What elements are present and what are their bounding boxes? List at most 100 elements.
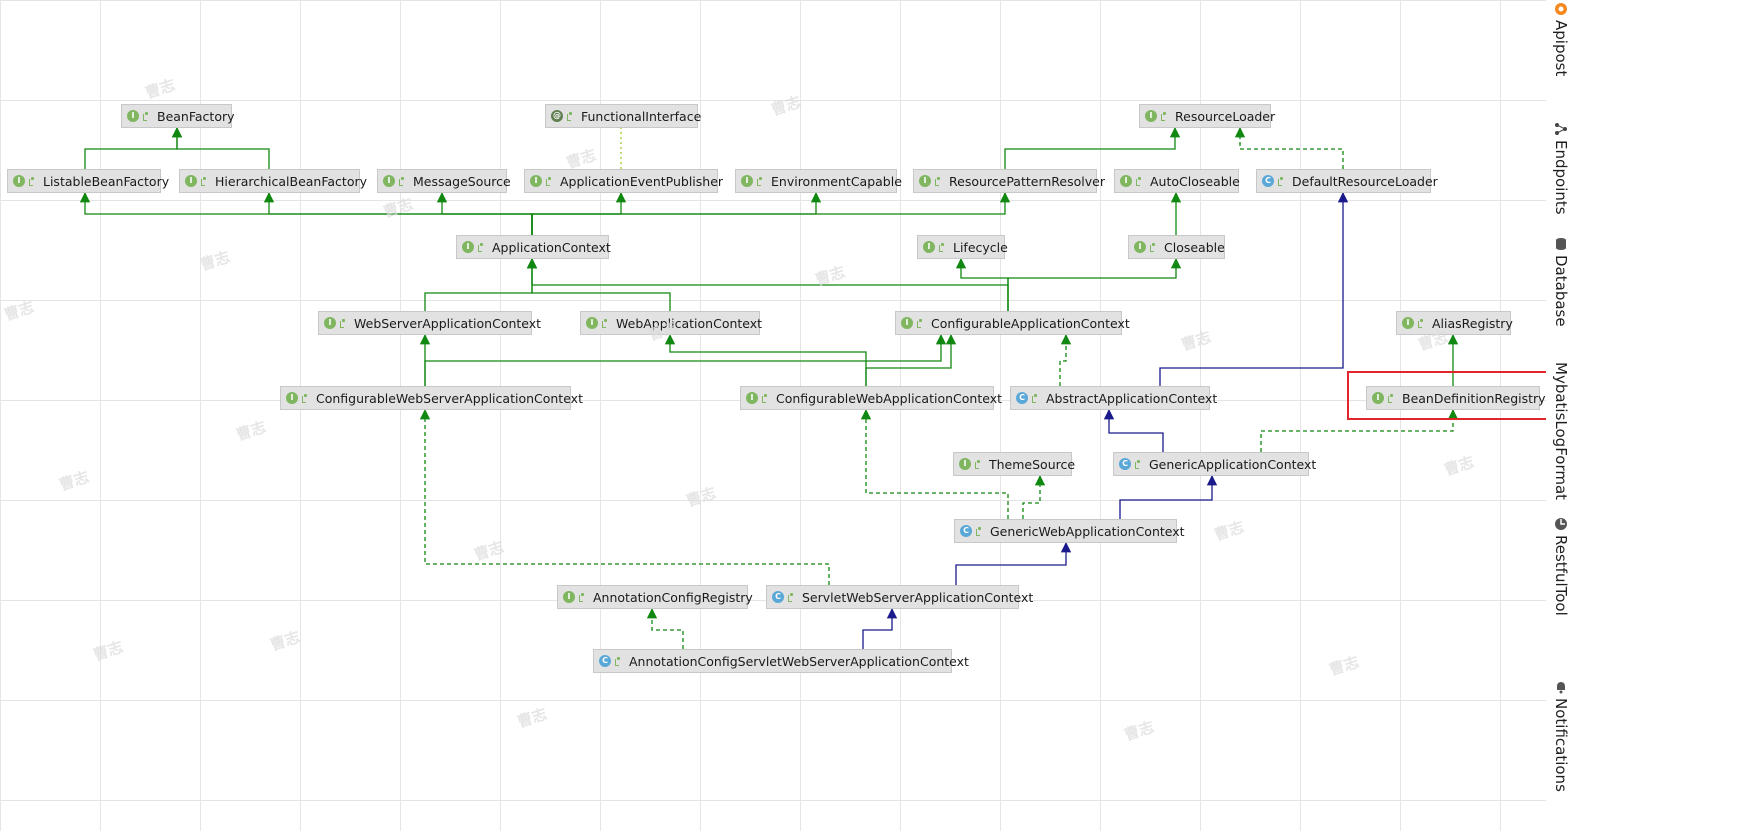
node-label: EnvironmentCapable [771, 173, 902, 189]
interface-badge-icon: I [746, 392, 758, 404]
node-label: ConfigurableWebServerApplicationContext [316, 390, 583, 406]
tool-window-database[interactable]: Database [1546, 237, 1576, 327]
public-access-icon [1387, 393, 1394, 403]
bell-icon [1554, 680, 1568, 698]
node-functional-interface[interactable]: @FunctionalInterface [545, 104, 701, 128]
public-access-icon [398, 176, 405, 186]
node-label: AutoCloseable [1150, 173, 1240, 189]
node-label: HierarchicalBeanFactory [215, 173, 368, 189]
interface-badge-icon: I [286, 392, 298, 404]
tool-window-notifications[interactable]: Notifications [1546, 680, 1576, 792]
public-access-icon [1135, 176, 1142, 186]
tool-window-label: Notifications [1552, 698, 1570, 792]
node-label: ResourceLoader [1175, 108, 1276, 124]
public-access-icon [756, 176, 763, 186]
edge-annotation-config-servlet-web-server-application-context-to-annotation-config-registry [646, 607, 684, 649]
tool-window-label: Endpoints [1552, 140, 1570, 215]
node-label: Closeable [1164, 239, 1225, 255]
annotation-badge-icon: @ [551, 110, 563, 122]
public-access-icon [28, 176, 35, 186]
tool-window-apipost[interactable]: Apipost [1546, 2, 1576, 76]
node-label: ConfigurableApplicationContext [931, 315, 1130, 331]
node-application-context[interactable]: I ApplicationContext [456, 235, 611, 259]
public-access-icon [761, 393, 768, 403]
endpoints-icon [1554, 122, 1568, 140]
node-label: BeanDefinitionRegistry [1402, 390, 1546, 406]
interface-badge-icon: I [586, 317, 598, 329]
edge-listable-bean-factory-to-bean-factory [84, 126, 183, 169]
node-hierarchical-bean-factory[interactable]: I HierarchicalBeanFactory [179, 169, 367, 193]
public-access-icon [1277, 176, 1284, 186]
public-access-icon [578, 592, 585, 602]
tool-window-label: Apipost [1552, 20, 1570, 77]
tool-window-label: Database [1552, 255, 1570, 327]
public-access-icon [787, 592, 794, 602]
node-label: AnnotationConfigServletWebServerApplicat… [629, 653, 969, 669]
public-access-icon [566, 111, 573, 121]
class-badge-icon: C [599, 655, 611, 667]
node-label: ServletWebServerApplicationContext [802, 589, 1034, 605]
interface-badge-icon: I [185, 175, 197, 187]
node-label: ListableBeanFactory [43, 173, 170, 189]
node-alias-registry[interactable]: I AliasRegistry [1396, 311, 1513, 335]
interface-badge-icon: I [1120, 175, 1132, 187]
interface-badge-icon: I [462, 241, 474, 253]
node-closeable[interactable]: I Closeable [1128, 235, 1225, 259]
interface-badge-icon: I [563, 591, 575, 603]
public-access-icon [916, 318, 923, 328]
node-label: AbstractApplicationContext [1046, 390, 1218, 406]
tool-window-label: RestfulTool [1552, 535, 1570, 616]
node-label: GenericWebApplicationContext [990, 523, 1185, 539]
public-access-icon [477, 242, 484, 252]
node-annotation-config-servlet-web-server-application-context[interactable]: C AnnotationConfigServletWebServerApplica… [593, 649, 969, 673]
public-access-icon [974, 459, 981, 469]
node-configurable-web-server-application-context[interactable]: I ConfigurableWebServerApplicationContext [280, 386, 583, 410]
node-auto-closeable[interactable]: I AutoCloseable [1114, 169, 1240, 193]
node-label: ResourcePatternResolver [949, 173, 1105, 189]
edge-servlet-web-server-application-context-to-generic-web-application-context [955, 541, 1072, 585]
node-label: DefaultResourceLoader [1292, 173, 1438, 189]
tool-window-mybatislogformat[interactable]: MybatisLogFormat [1546, 362, 1576, 500]
tool-window-restfultool[interactable]: RestfulTool [1546, 517, 1576, 616]
interface-badge-icon: I [1372, 392, 1384, 404]
edge-hierarchical-bean-factory-to-bean-factory [171, 126, 270, 169]
node-label: Lifecycle [953, 239, 1008, 255]
edge-resource-pattern-resolver-to-resource-loader [1004, 126, 1181, 169]
interface-badge-icon: I [1402, 317, 1414, 329]
node-bean-definition-registry[interactable]: I BeanDefinitionRegistry [1366, 386, 1546, 410]
public-access-icon [614, 656, 621, 666]
apipost-icon [1554, 2, 1568, 20]
public-access-icon [1134, 459, 1141, 469]
node-environment-capable[interactable]: I EnvironmentCapable [735, 169, 902, 193]
public-access-icon [601, 318, 608, 328]
class-badge-icon: C [1119, 458, 1131, 470]
edge-generic-application-context-to-bean-definition-registry [1260, 408, 1459, 452]
interface-badge-icon: I [741, 175, 753, 187]
edge-configurable-web-application-context-to-configurable-application-context [865, 333, 957, 386]
public-access-icon [1160, 111, 1167, 121]
node-label: AliasRegistry [1432, 315, 1513, 331]
tool-window-endpoints[interactable]: Endpoints [1546, 122, 1576, 215]
node-label: MessageSource [413, 173, 511, 189]
interface-badge-icon: I [1134, 241, 1146, 253]
node-label: ApplicationContext [492, 239, 611, 255]
